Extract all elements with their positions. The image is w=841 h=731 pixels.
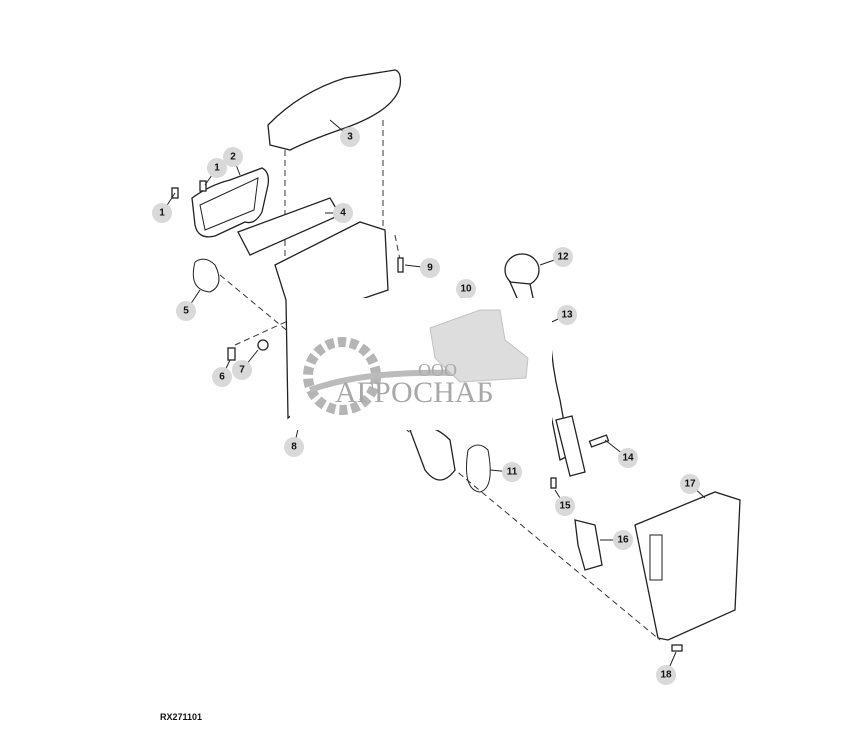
part-pin-18 [671, 644, 683, 652]
watermark-prefix: ООО [418, 360, 457, 380]
callout-bubble [176, 301, 196, 321]
callout-bubble [613, 530, 633, 550]
callout-number: 7 [239, 365, 245, 376]
watermark-name: АГРОСНАБ [335, 376, 494, 409]
part-spring-11 [466, 444, 491, 493]
callout-number: 6 [219, 372, 225, 383]
callout-bubble [555, 496, 575, 516]
callout-bubble [284, 437, 304, 457]
callout-bubble [333, 203, 353, 223]
callout-bubble [456, 279, 476, 299]
callout-number: 15 [559, 501, 571, 512]
callout-bubble [553, 247, 573, 267]
assembly-line [234, 319, 291, 346]
part-spring [192, 258, 220, 293]
watermark-logo: ООО АГРОСНАБ [290, 298, 552, 430]
callout-bubble [232, 360, 252, 380]
part-gasket [191, 167, 270, 238]
callout-12: 12 [539, 247, 573, 267]
callout-3: 3 [329, 119, 360, 147]
part-bolt [199, 180, 207, 192]
callout-number: 1 [214, 163, 220, 174]
callout-number: 5 [183, 306, 189, 317]
callout-16: 16 [600, 530, 633, 550]
part-clamp-16 [574, 519, 603, 571]
callout-bubble [207, 158, 227, 178]
gasket-inner [199, 177, 259, 231]
part-cover [267, 69, 402, 151]
figure-code: RX271101 [160, 712, 203, 722]
part-side-plate [634, 491, 741, 641]
callout-bubble [557, 305, 577, 325]
callout-14: 14 [604, 439, 638, 468]
callout-number: 3 [347, 132, 353, 143]
callout-number: 17 [684, 479, 696, 490]
callout-18: 18 [656, 651, 677, 685]
callout-1: 1 [152, 192, 176, 223]
callout-bubble [680, 474, 700, 494]
callout-number: 12 [557, 252, 569, 263]
gear-combine-logo-icon [303, 309, 529, 415]
callout-6: 6 [212, 359, 232, 387]
callout-bubble [502, 462, 522, 482]
part-bolt-14 [588, 434, 610, 448]
callout-number: 13 [561, 310, 573, 321]
callout-11: 11 [489, 462, 522, 482]
part-screw-15 [550, 477, 557, 489]
part-knob [504, 253, 540, 287]
callout-number: 8 [291, 442, 297, 453]
callout-bubble [340, 127, 360, 147]
callout-4: 4 [325, 203, 353, 223]
callout-2: 2 [223, 147, 243, 176]
assembly-line [394, 234, 401, 261]
callout-number: 16 [617, 535, 629, 546]
part-screw [227, 347, 236, 361]
callout-7: 7 [232, 349, 259, 380]
callout-bubble [223, 147, 243, 167]
callout-17: 17 [680, 474, 706, 499]
part-lever-bracket [555, 415, 586, 477]
callout-number: 18 [660, 670, 672, 681]
callout-bubble [656, 665, 676, 685]
callout-10: 10 [456, 279, 476, 301]
part-washer [257, 339, 269, 351]
callout-number: 2 [230, 152, 236, 163]
callout-number: 9 [427, 263, 433, 274]
callout-bubble [618, 448, 638, 468]
callout-number: 4 [340, 208, 346, 219]
part-screw-9 [397, 257, 404, 273]
callout-bubble [420, 258, 440, 278]
callout-number: 1 [159, 208, 165, 219]
callout-1: 1 [204, 158, 227, 186]
callout-9: 9 [404, 258, 440, 278]
callout-5: 5 [176, 289, 201, 321]
callout-number: 10 [460, 284, 472, 295]
plate-slot [649, 534, 663, 581]
callout-15: 15 [554, 489, 575, 516]
callout-bubble [152, 203, 172, 223]
callout-bubble [212, 367, 232, 387]
part-guide-10 [409, 426, 456, 481]
callout-number: 14 [622, 453, 634, 464]
callout-number: 11 [507, 467, 518, 478]
